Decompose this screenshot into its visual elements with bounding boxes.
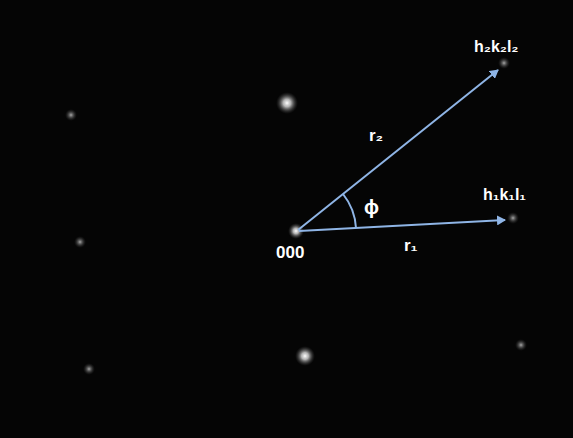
diffraction-spots	[65, 57, 527, 375]
angle-symbol: ϕ	[364, 196, 379, 219]
vector-name: r₁	[404, 236, 418, 256]
spot-index: h₂k₂l₂	[474, 38, 518, 56]
vector-arrow	[298, 70, 498, 230]
vector-arrow	[299, 220, 505, 231]
origin-index: 000	[276, 243, 304, 263]
spot-index: h₁k₁l₁	[483, 186, 526, 204]
vector-name: r₂	[369, 126, 383, 146]
angle-arc	[343, 194, 356, 228]
